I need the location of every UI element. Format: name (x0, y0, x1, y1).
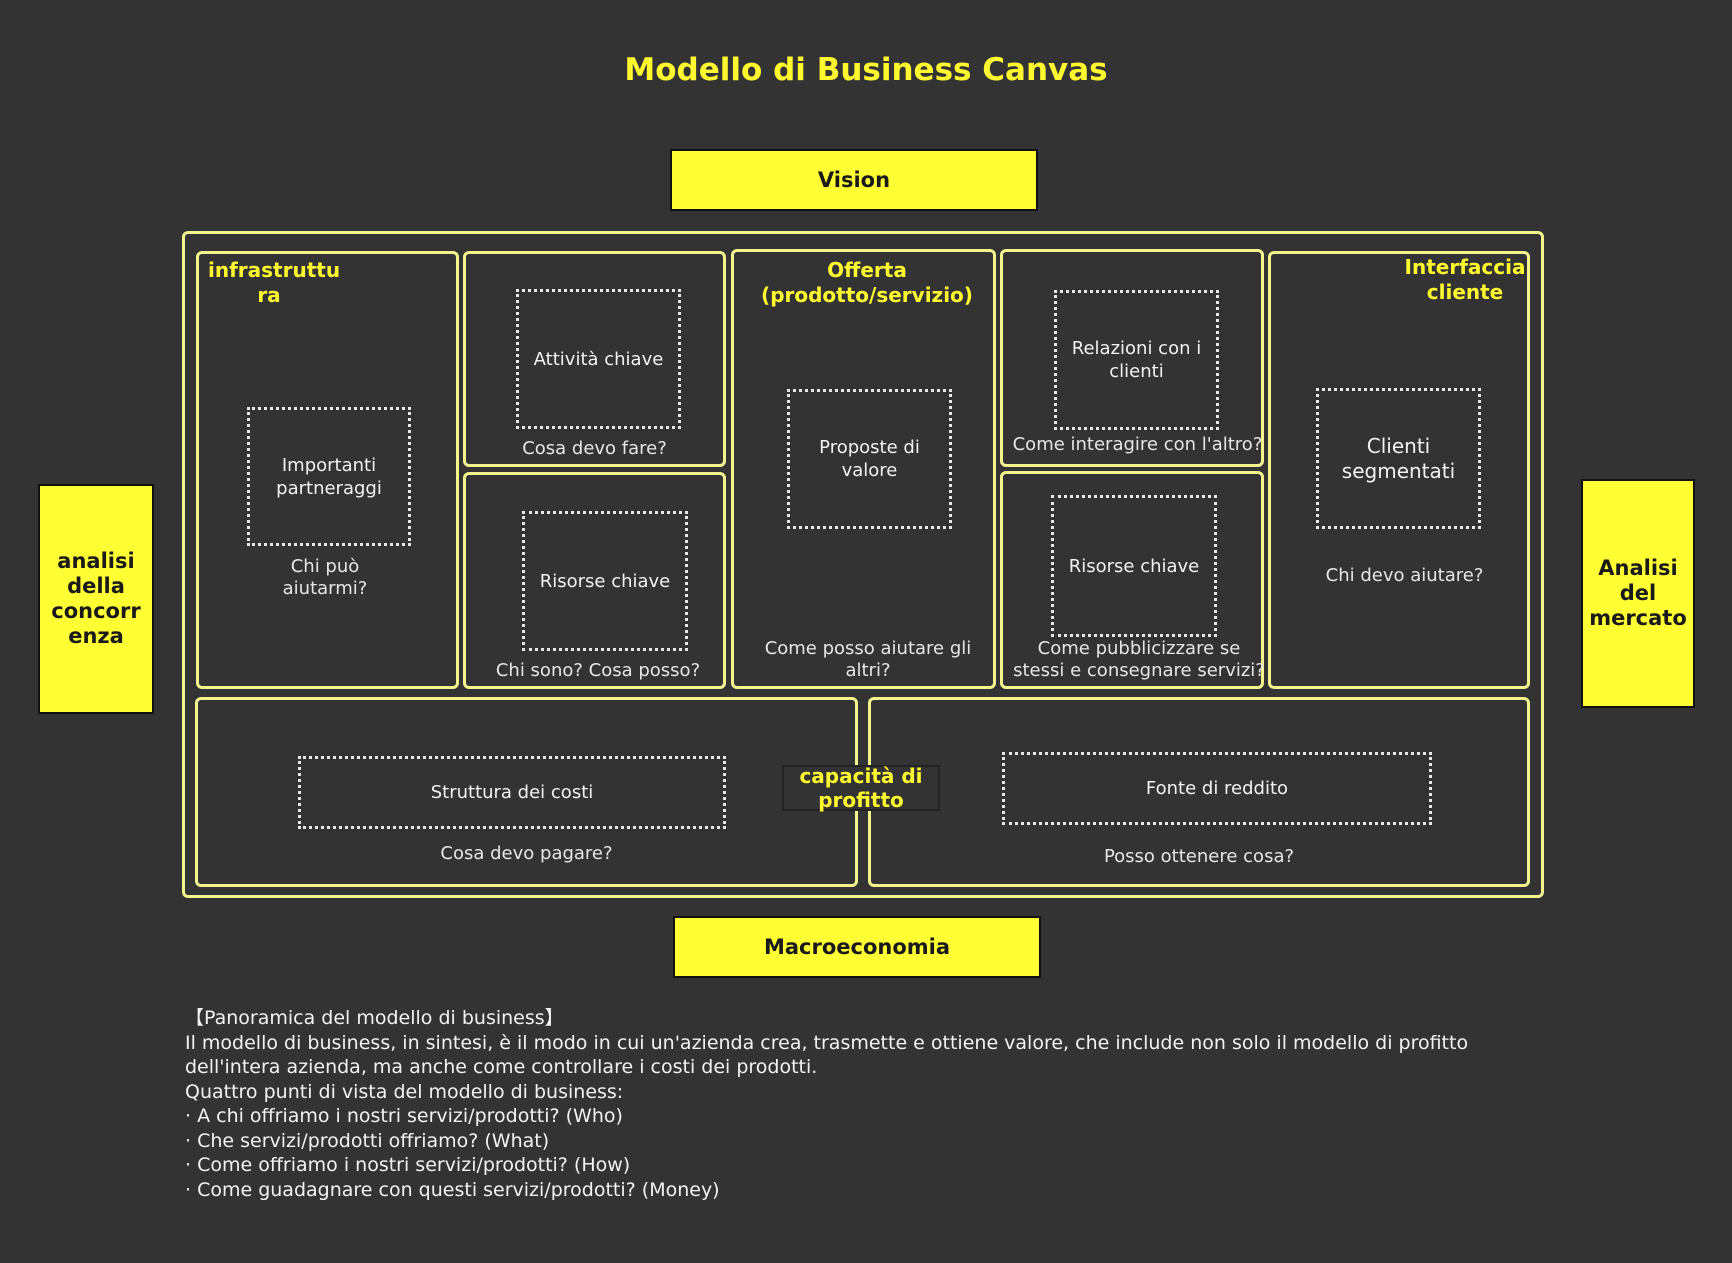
competitor-analysis-box[interactable]: analisi della concorr enza (38, 484, 154, 714)
customer-relations-box[interactable]: Relazioni con i clienti (1054, 290, 1219, 430)
offer-cell[interactable] (731, 249, 996, 689)
cost-structure-question: Cosa devo pagare? (440, 843, 613, 864)
revenue-question: Posso ottenere cosa? (1103, 846, 1295, 867)
infrastructure-cell[interactable] (196, 251, 459, 689)
customer-relations-cell[interactable] (1000, 249, 1264, 467)
profit-capacity-label: capacità di profitto (782, 764, 940, 812)
offer-question: Come posso aiutare gli altri? (764, 638, 972, 681)
key-partners-box[interactable]: Importanti partneraggi (247, 407, 411, 546)
vision-box[interactable]: Vision (670, 149, 1038, 211)
overview-points-intro: Quattro punti di vista del modello di bu… (185, 1080, 624, 1103)
cost-structure-label: Struttura dei costi (430, 782, 594, 803)
market-analysis-box[interactable]: Analisi del mercato (1581, 479, 1695, 708)
key-resources-left-question: Chi sono? Cosa posso? (495, 660, 701, 681)
key-resources-left-cell[interactable] (463, 472, 726, 689)
value-propositions-label: Proposte di valore (819, 437, 920, 481)
key-resources-right-question: Come pubblicizzare se stessi e consegnar… (1013, 638, 1265, 681)
customer-interface-question: Chi devo aiutare? (1325, 565, 1484, 586)
key-activities-question: Cosa devo fare? (522, 438, 667, 459)
customer-segments-box[interactable]: Clienti segmentati (1316, 388, 1481, 529)
profit-capacity-text: capacità di profitto (799, 764, 923, 812)
overview-paragraph: Il modello di business, in sintesi, è il… (185, 1031, 1469, 1079)
cost-structure-box[interactable]: Struttura dei costi (298, 756, 726, 829)
page-title: Modello di Business Canvas (624, 52, 1108, 88)
key-activities-label: Attività chiave (533, 348, 664, 370)
key-resources-right-box[interactable]: Risorse chiave (1051, 495, 1217, 637)
overview-point: · A chi offriamo i nostri servizi/prodot… (185, 1105, 623, 1127)
overview-point: · Come offriamo i nostri servizi/prodott… (185, 1154, 631, 1176)
overview-point: · Come guadagnare con questi servizi/pro… (185, 1178, 720, 1201)
revenue-label: Fonte di reddito (1145, 778, 1289, 799)
market-analysis-label: Analisi del mercato (1589, 556, 1687, 630)
overview-text: 【Panoramica del modello di business】 Il … (185, 1006, 1545, 1202)
key-resources-right-cell[interactable] (1000, 471, 1264, 689)
key-activities-cell[interactable] (463, 251, 726, 467)
key-activities-box[interactable]: Attività chiave (516, 289, 681, 429)
key-partners-label: Importanti partneraggi (276, 454, 382, 499)
offer-header: Offerta (prodotto/servizio) (761, 258, 973, 307)
macroeconomy-label: Macroeconomia (763, 935, 951, 959)
value-propositions-box[interactable]: Proposte di valore (787, 389, 952, 529)
competitor-analysis-label: analisi della concorr enza (51, 549, 141, 648)
key-resources-left-box[interactable]: Risorse chiave (522, 511, 688, 651)
overview-point: · Che servizi/prodotti offriamo? (What) (185, 1129, 550, 1152)
infrastructure-question: Chi può aiutarmi? (282, 556, 368, 599)
customer-interface-header: Interfaccia cliente (1404, 255, 1526, 304)
macroeconomy-box[interactable]: Macroeconomia (673, 916, 1041, 978)
vision-label: Vision (817, 168, 891, 192)
infrastructure-header: infrastruttu ra (208, 258, 341, 307)
canvas-frame (182, 231, 1544, 898)
customer-relations-label: Relazioni con i clienti (1071, 338, 1202, 382)
key-resources-left-label: Risorse chiave (539, 570, 671, 592)
customer-relations-question: Come interagire con l'altro? (1012, 434, 1263, 455)
overview-heading: 【Panoramica del modello di business】 (185, 1007, 564, 1029)
key-resources-right-label: Risorse chiave (1068, 555, 1200, 577)
customer-interface-cell[interactable] (1268, 251, 1530, 689)
customer-segments-label: Clienti segmentati (1341, 433, 1456, 483)
revenue-box[interactable]: Fonte di reddito (1002, 752, 1432, 825)
